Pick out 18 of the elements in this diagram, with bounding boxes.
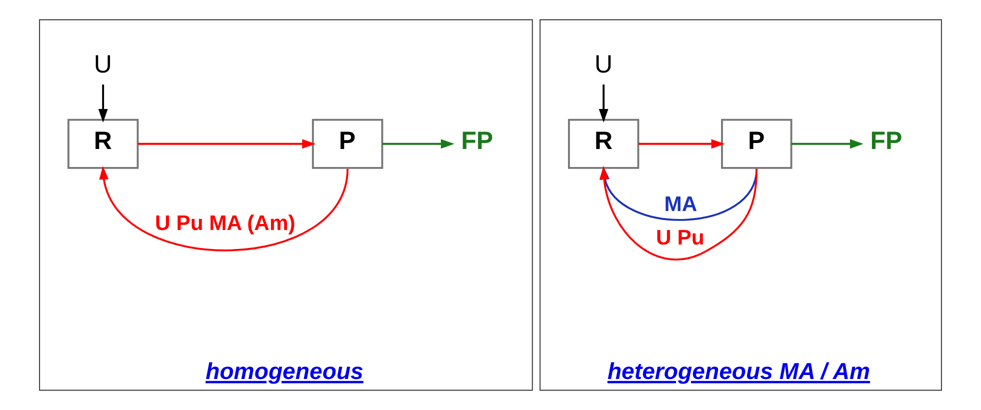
arrow [791, 139, 864, 149]
node-box: R [568, 118, 640, 169]
node-text: U [594, 50, 613, 78]
arrow [99, 166, 349, 252]
edge-label: MA [664, 192, 698, 216]
arrow [138, 139, 316, 149]
node-box: R [67, 118, 139, 169]
arrow [598, 84, 608, 122]
edge-label: U Pu MA (Am) [155, 212, 296, 236]
node-text: FP [461, 126, 494, 155]
node-box: P [721, 118, 792, 169]
node-text: U [94, 50, 112, 78]
edge-label: U Pu [656, 226, 704, 250]
arrow [98, 84, 108, 122]
arrow [638, 139, 725, 149]
arrow [382, 139, 454, 149]
node-text: FP [870, 126, 902, 155]
node-box: P [312, 118, 384, 169]
